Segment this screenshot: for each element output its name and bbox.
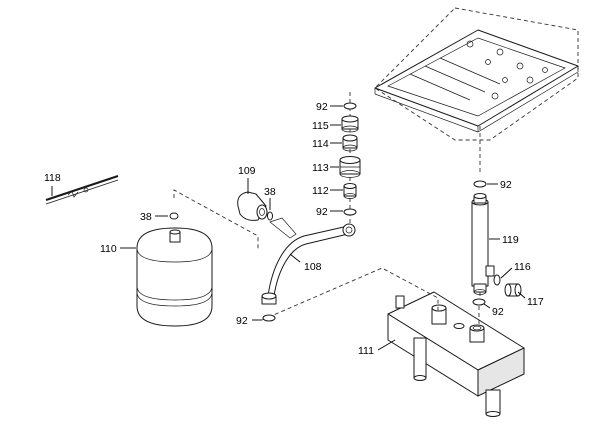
washer-92-pipe-top [473,180,487,188]
pipe-119-part [471,193,495,295]
assembly-line-hose [261,267,439,321]
assembly-line-tank [173,189,259,250]
leader-lines [51,105,526,351]
callout-92-pipe-top: 92 [500,179,512,191]
fitting-115-part [341,115,359,133]
callout-38-tank: 38 [140,211,152,223]
callout-116: 116 [514,261,531,273]
elbow-fitting-part [237,191,268,221]
fitting-113-part [339,156,361,178]
manifold-block-part [387,291,525,417]
callout-114: 114 [312,138,329,150]
callout-117: 117 [527,296,544,308]
callout-92-hose: 92 [236,315,248,327]
callout-92-mid: 92 [316,206,328,218]
washer-92-mid [343,208,357,216]
washer-92-hose-bottom [262,314,276,322]
callout-92-top: 92 [316,101,328,113]
washer-38-right [267,211,273,221]
callout-118: 118 [44,172,61,184]
callout-111: 111 [358,345,374,357]
callout-119: 119 [502,234,519,246]
expansion-tank-part [136,227,213,327]
fitting-112-part [343,183,357,199]
callout-38-elbow: 38 [264,186,276,198]
callout-109: 109 [238,165,256,177]
callout-labels: 118 109 38 38 110 108 92 115 114 113 112… [44,101,544,357]
callout-108: 108 [304,261,322,273]
callout-92-pipe-bottom: 92 [492,306,504,318]
washer-92-top [343,102,357,110]
sensor-probe-part [45,174,119,205]
heat-exchanger-panel [349,7,579,172]
callout-113: 113 [312,162,329,174]
flex-hose-part [261,217,356,305]
callout-110: 110 [100,243,117,255]
callout-115: 115 [312,120,329,132]
callout-112: 112 [312,185,329,197]
washer-38-left [169,212,179,220]
washer-116-part [493,274,501,286]
washer-92-pipe-bottom [472,298,486,306]
fitting-114-part [342,134,358,152]
cap-117-part [504,283,522,297]
